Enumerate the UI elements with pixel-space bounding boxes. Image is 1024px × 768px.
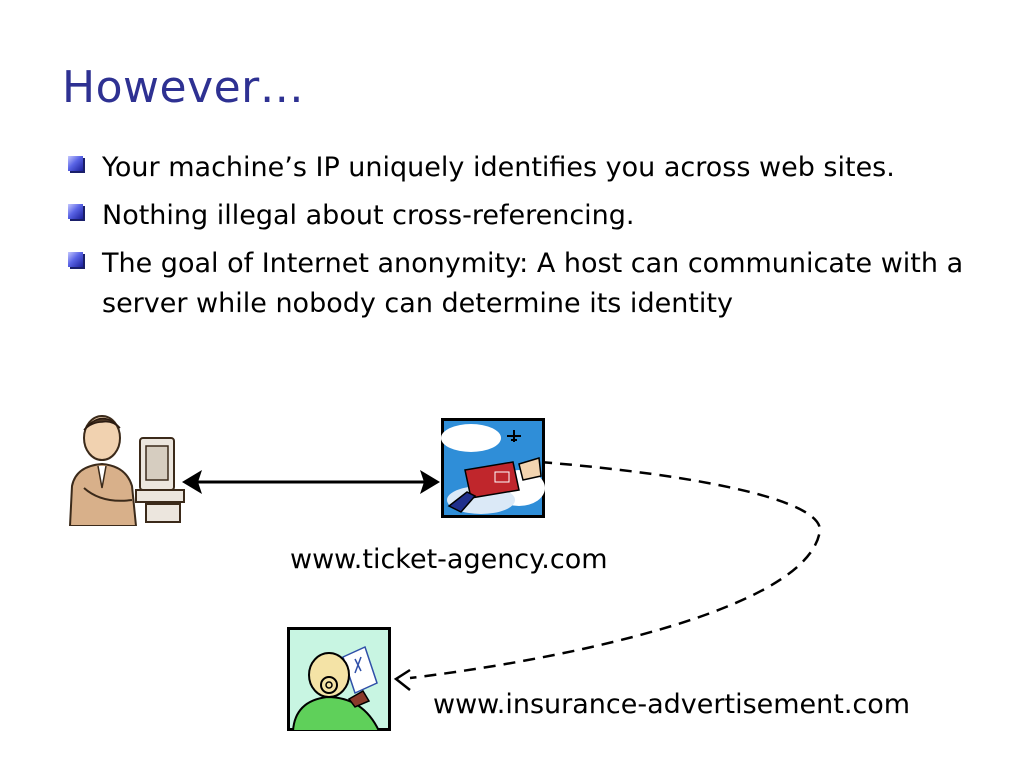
bullet-square-icon xyxy=(68,204,83,219)
bullet-item: The goal of Internet anonymity: A host c… xyxy=(66,244,966,324)
bullet-item: Your machine’s IP uniquely identifies yo… xyxy=(66,148,966,188)
bullet-square-icon xyxy=(68,252,83,267)
ticket-agency-icon xyxy=(441,418,545,518)
ticket-agency-label: www.ticket-agency.com xyxy=(290,544,608,575)
bullet-item: Nothing illegal about cross-referencing. xyxy=(66,196,966,236)
user-at-computer-icon xyxy=(68,415,185,526)
bullet-square-icon xyxy=(68,156,83,171)
bullet-text: Your machine’s IP uniquely identifies yo… xyxy=(102,152,895,183)
slide-title: However… xyxy=(62,62,305,113)
arrowhead-right-icon xyxy=(420,470,440,494)
insurance-advertisement-label: www.insurance-advertisement.com xyxy=(433,689,911,720)
bullet-text: Nothing illegal about cross-referencing. xyxy=(102,200,635,231)
insurance-advertisement-icon xyxy=(287,627,391,731)
bullet-list: Your machine’s IP uniquely identifies yo… xyxy=(66,148,966,332)
dashed-arrowhead-icon xyxy=(393,668,411,691)
bullet-text: The goal of Internet anonymity: A host c… xyxy=(102,248,964,319)
